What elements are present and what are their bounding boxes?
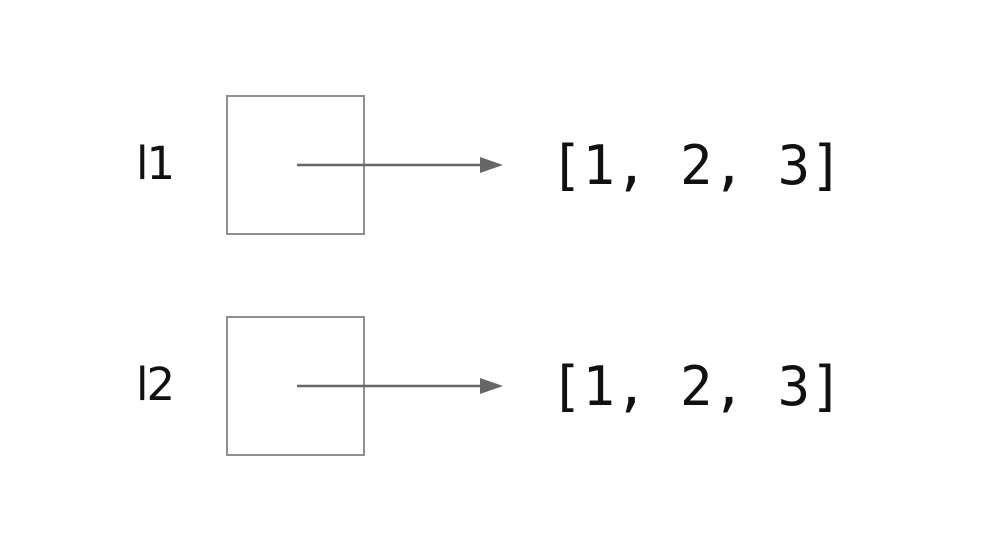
variable-row-l1: l1 [1, 2, 3] [0,95,996,240]
variable-label-l2: l2 [136,358,175,411]
variable-row-l2: l2 [1, 2, 3] [0,316,996,461]
right-arrow-icon [297,157,503,173]
list-value-l1: [1, 2, 3] [550,134,843,197]
right-arrow-icon [297,378,503,394]
variable-label-l1: l1 [136,137,175,190]
list-value-l2: [1, 2, 3] [550,355,843,418]
